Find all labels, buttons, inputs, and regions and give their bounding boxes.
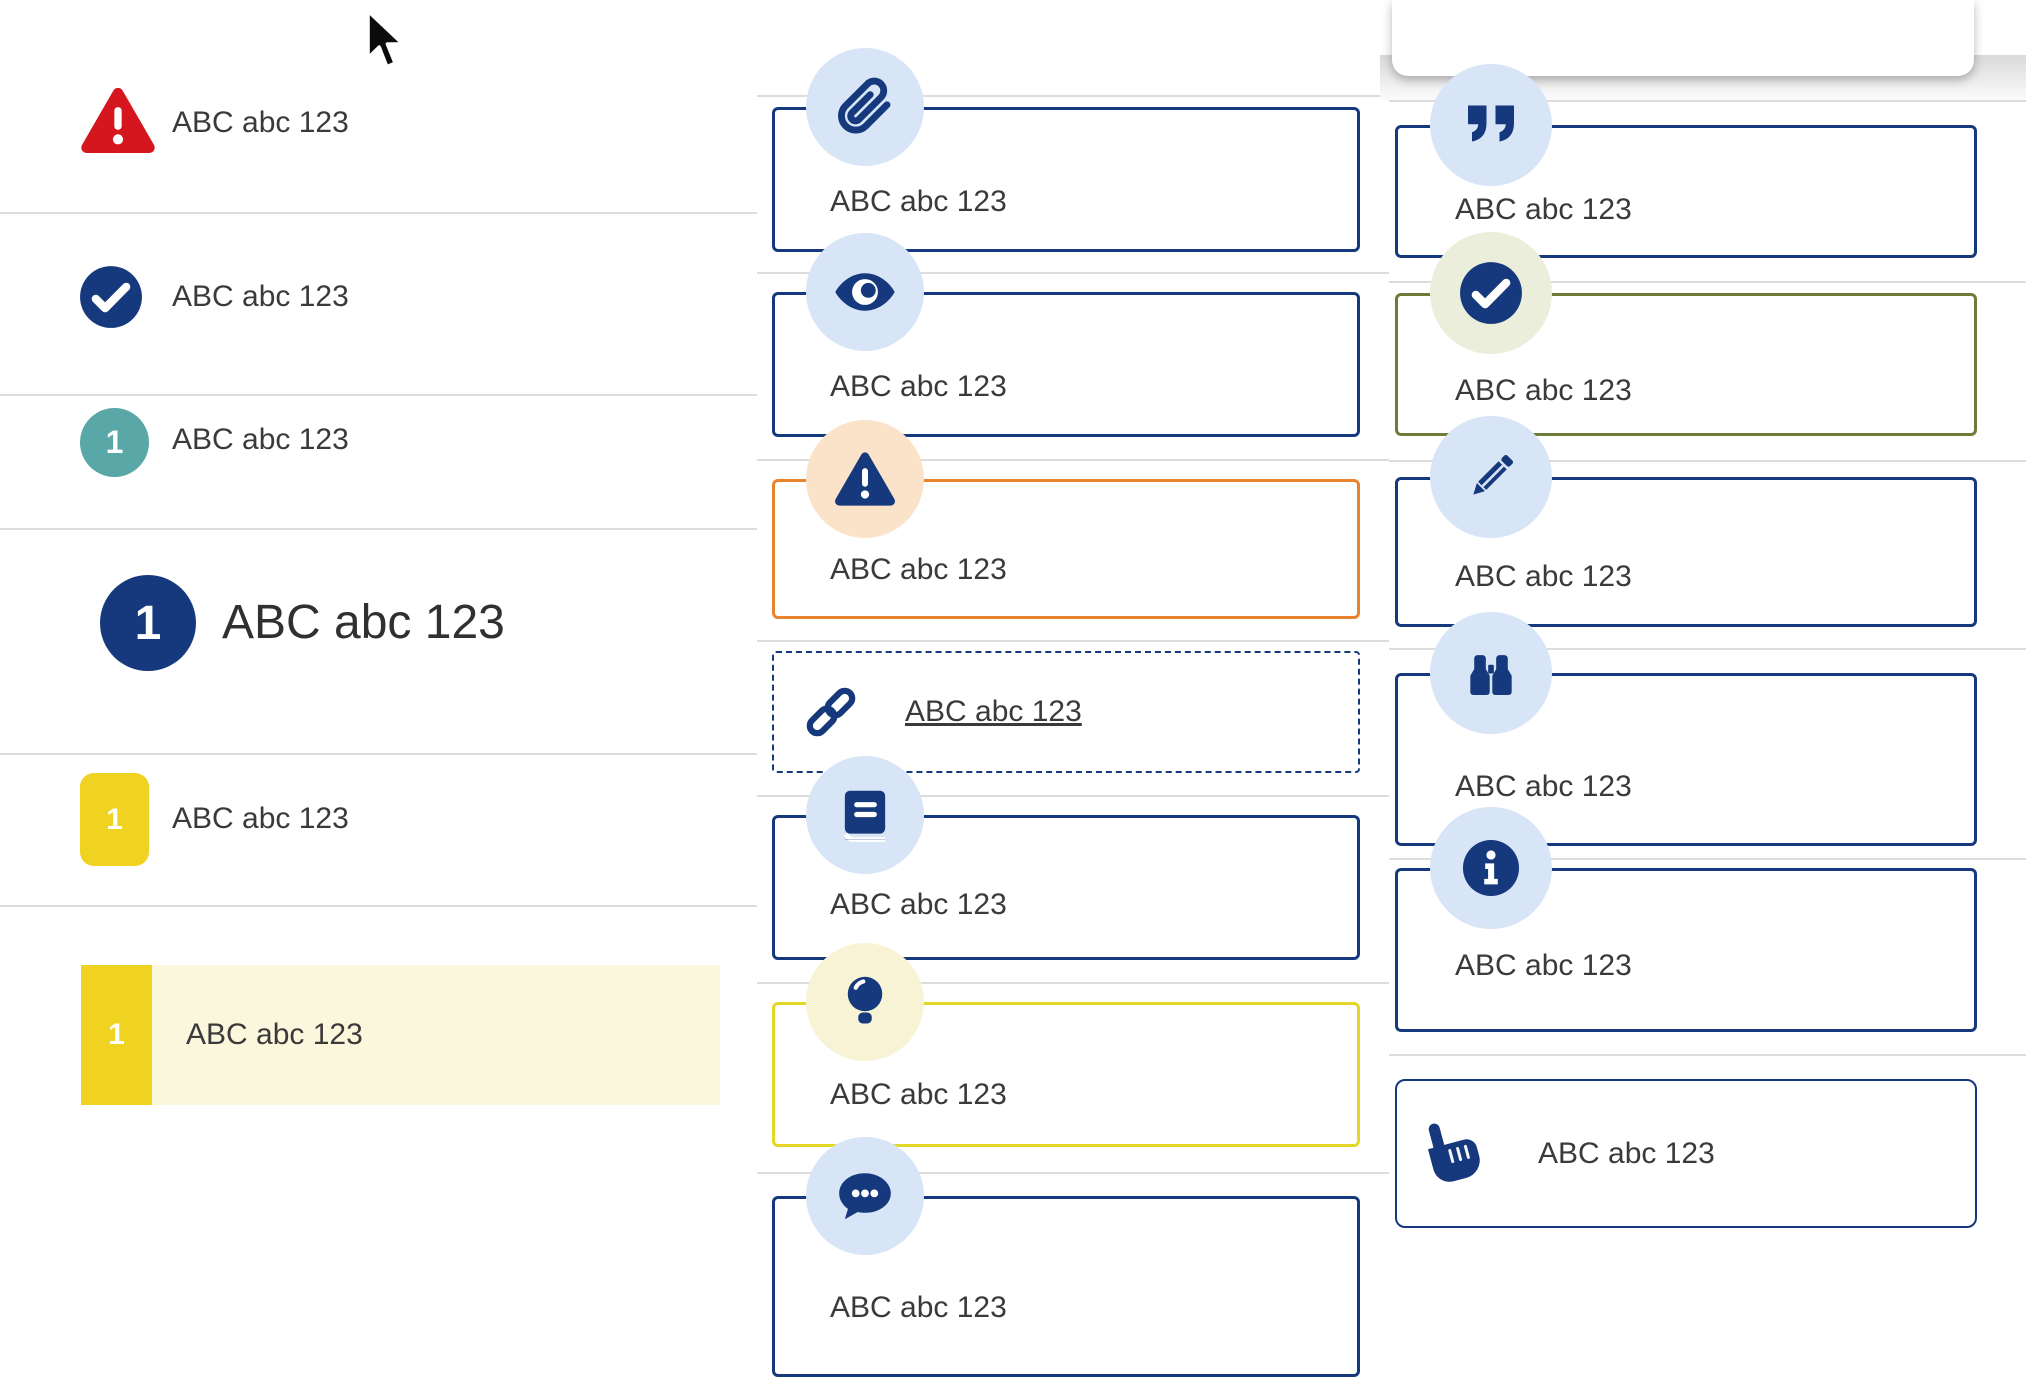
divider [1389, 1054, 2026, 1056]
card-label: ABC abc 123 [830, 185, 1007, 218]
card-link[interactable] [772, 651, 1360, 773]
divider [0, 905, 757, 907]
card-label: ABC abc 123 [830, 553, 1007, 586]
paperclip-icon [806, 48, 924, 166]
divider [757, 95, 1389, 97]
hand-pointer-icon [1412, 1116, 1484, 1188]
pencil-icon [1430, 416, 1552, 538]
card-label: ABC abc 123 [1455, 193, 1632, 226]
check-circle-icon [79, 265, 143, 329]
list-item-label: ABC abc 123 [172, 802, 349, 835]
teal-number-badge: 1 [80, 408, 149, 477]
divider [1389, 648, 2026, 650]
card-label: ABC abc 123 [830, 1078, 1007, 1111]
yellow-number-badge: 1 [80, 773, 149, 866]
divider [757, 795, 1389, 797]
divider [757, 272, 1389, 274]
link-icon [800, 681, 862, 743]
chat-icon [806, 1137, 924, 1255]
top-panel-cutoff [1392, 0, 1974, 76]
divider [757, 982, 1389, 984]
card-label: ABC abc 123 [830, 1291, 1007, 1324]
check-circle-icon [1430, 232, 1552, 354]
card-label: ABC abc 123 [1538, 1137, 1715, 1170]
divider [1389, 858, 2026, 860]
divider [1389, 281, 2026, 283]
card-label: ABC abc 123 [830, 370, 1007, 403]
eye-icon [806, 233, 924, 351]
card-attachment[interactable] [772, 107, 1360, 252]
highlight-background [81, 965, 720, 1105]
page-heading: ABC abc 123 [222, 596, 505, 649]
navy-number-badge-large: 1 [100, 575, 196, 671]
binoculars-icon [1430, 612, 1552, 734]
card-label: ABC abc 123 [1455, 374, 1632, 407]
info-icon [1430, 807, 1552, 929]
card-label: ABC abc 123 [1455, 949, 1632, 982]
list-item-label: ABC abc 123 [172, 423, 349, 456]
divider [0, 394, 757, 396]
card-label: ABC abc 123 [1455, 770, 1632, 803]
book-icon [806, 756, 924, 874]
card-label: ABC abc 123 [1455, 560, 1632, 593]
quote-icon [1430, 64, 1552, 186]
card-label: ABC abc 123 [830, 888, 1007, 921]
divider [0, 212, 757, 214]
mouse-cursor [364, 8, 408, 74]
divider [757, 459, 1389, 461]
divider [0, 753, 757, 755]
divider [757, 1172, 1389, 1174]
divider [0, 528, 757, 530]
list-item-label: ABC abc 123 [172, 106, 349, 139]
warning-icon [80, 86, 156, 156]
list-item-label: ABC abc 123 [186, 1018, 363, 1051]
link-text[interactable]: ABC abc 123 [905, 695, 1082, 728]
divider [1389, 100, 2026, 102]
yellow-number-tab: 1 [81, 965, 152, 1105]
divider [1389, 460, 2026, 462]
list-item-label: ABC abc 123 [172, 280, 349, 313]
divider [757, 640, 1389, 642]
lightbulb-icon [806, 943, 924, 1061]
card-action[interactable] [1395, 1079, 1977, 1228]
warning-icon [806, 420, 924, 538]
